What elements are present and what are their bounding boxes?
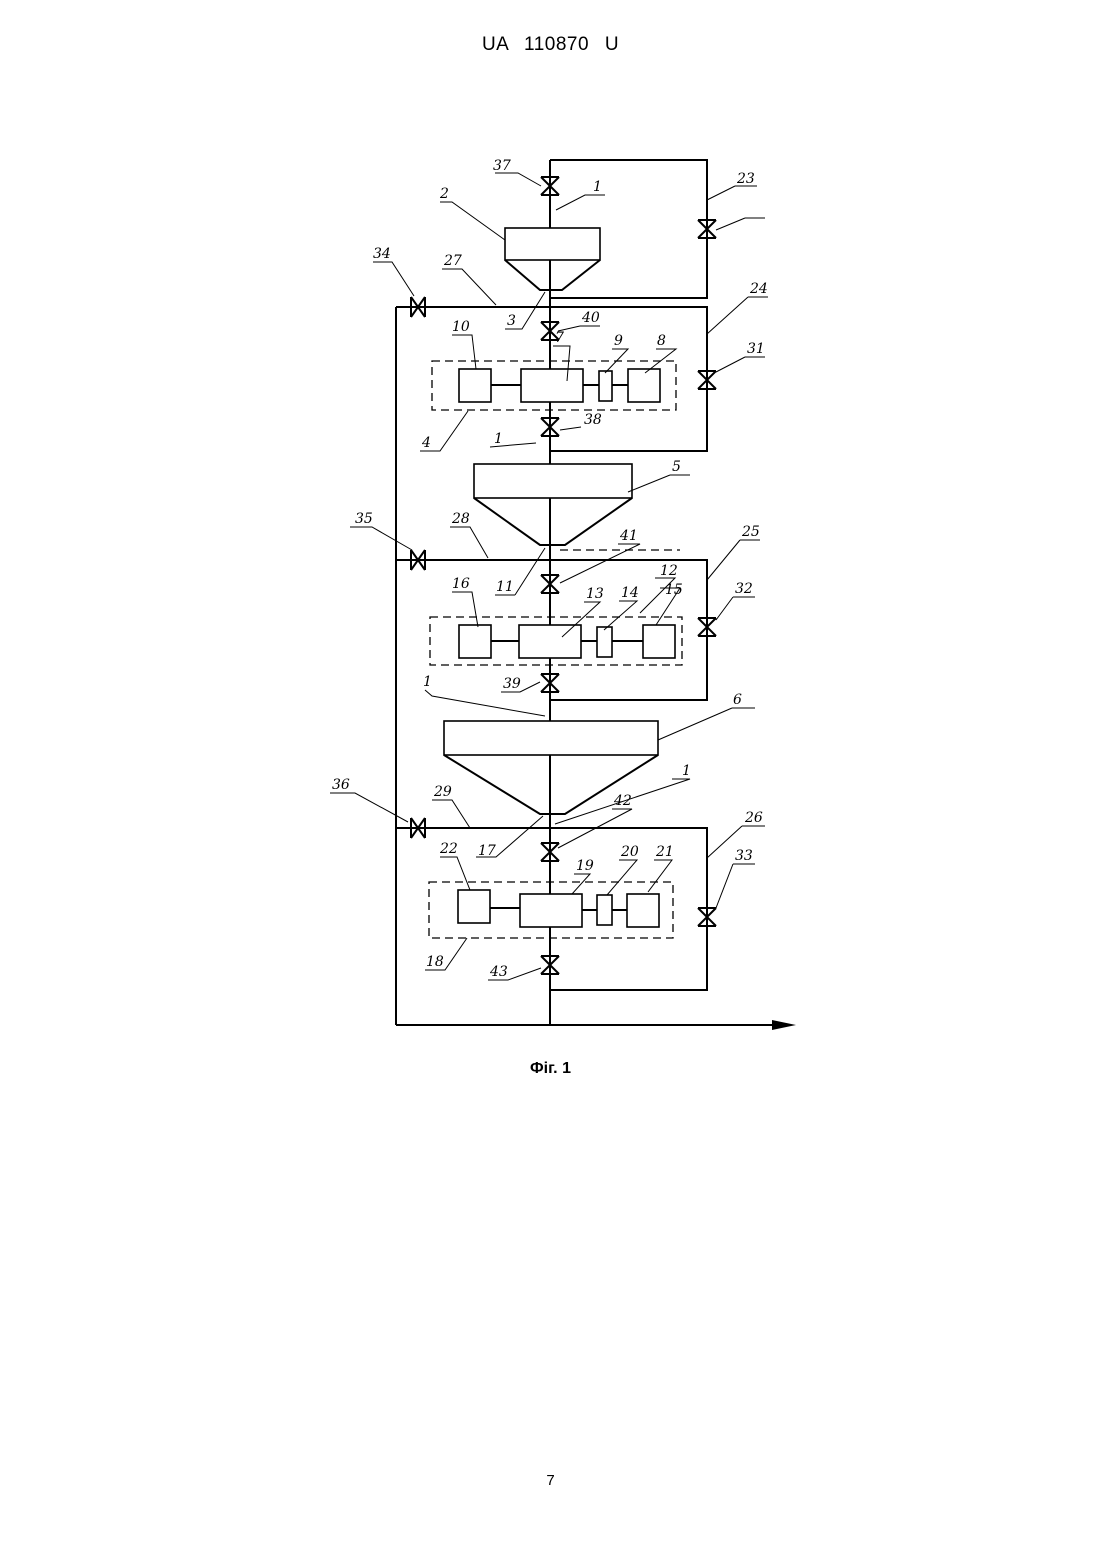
label-27: 27 [443,253,462,269]
output-arrow [772,1020,796,1030]
label-26: 26 [744,810,763,826]
label-36: 36 [332,777,350,793]
label-29: 29 [433,784,452,800]
label-41: 41 [619,528,638,544]
label-32: 32 [735,581,753,597]
label-13: 13 [586,586,604,602]
label-18: 18 [426,954,444,970]
label-7: 7 [555,330,564,346]
hopper-2 [505,228,600,290]
label-1b: 1 [494,431,503,447]
label-5: 5 [672,459,681,475]
label-6: 6 [733,692,742,708]
label-43: 43 [489,964,508,980]
label-24: 24 [749,281,768,297]
label-14: 14 [621,585,639,601]
label-34: 34 [373,246,391,262]
label-40: 40 [581,310,600,326]
label-1a: 1 [593,179,602,195]
label-3: 3 [507,313,516,329]
label-4: 4 [421,435,431,451]
label-9: 9 [614,333,623,349]
label-16: 16 [452,576,470,592]
label-8: 8 [657,333,666,349]
label-11: 11 [496,579,514,595]
label-17: 17 [478,843,496,859]
label-21: 21 [655,844,674,860]
label-25: 25 [741,524,760,540]
label-31: 31 [747,341,765,357]
label-2: 2 [439,186,449,202]
label-39: 39 [503,676,521,692]
label-37: 37 [493,158,511,174]
label-23: 23 [736,171,755,187]
label-10: 10 [452,319,470,335]
label-42: 42 [613,793,632,809]
label-28: 28 [451,511,470,527]
label-38: 38 [584,412,602,428]
label-20: 20 [620,844,639,860]
label-22: 22 [439,841,458,857]
label-1c: 1 [682,763,691,779]
unit-4 [432,361,676,410]
label-15: 15 [665,582,683,598]
label-12: 12 [660,563,678,579]
label-extra-1: 1 [423,674,432,690]
hopper-5 [474,464,632,545]
page-number: 7 [0,1472,1101,1489]
figure-caption: Фіг. 1 [0,1060,1101,1078]
label-35: 35 [355,511,373,527]
unit-12 [430,617,682,665]
label-19: 19 [576,858,594,874]
label-33: 33 [735,848,753,864]
